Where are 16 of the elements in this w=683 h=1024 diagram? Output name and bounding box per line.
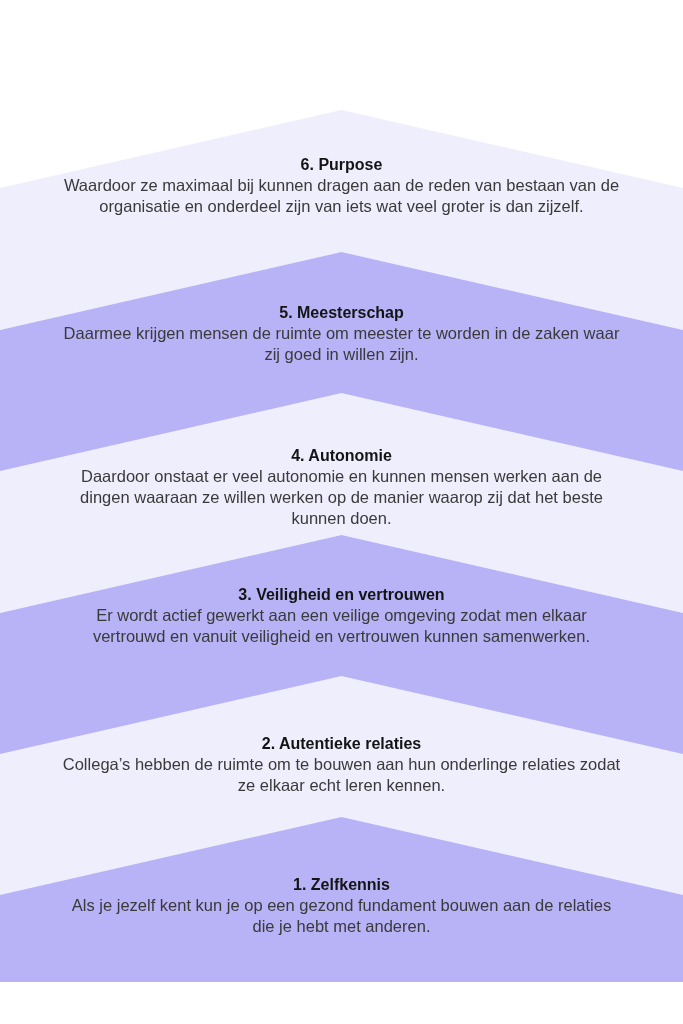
band-heading: 6. Purpose: [300, 155, 383, 175]
chevron-band: [0, 676, 683, 896]
band-text: Er wordt actief gewerkt aan een veilige omgeving zodat men elkaar vertrouwd en vanuit veiligheid en vertrouwen kunnen samenwerken.: [91, 605, 592, 647]
band-heading: 2. Autentieke relaties: [261, 734, 422, 754]
band-text: Als je jezelf kent kun je op een gezond fundament bouwen aan de relaties die je hebt met anderen.: [70, 895, 613, 937]
chevron-band: [0, 817, 683, 982]
chevron-band: [0, 535, 683, 755]
band-heading: 1. Zelfkennis: [293, 875, 390, 895]
band-text: Daardoor onstaat er veel autonomie en kunnen mensen werken aan de dingen waaraan ze willen werken op de manier waarop zij dat het beste kunnen doen.: [79, 466, 604, 529]
band-text: Waardoor ze maximaal bij kunnen dragen aan de reden van bestaan van de organisatie en onderdeel zijn van iets wat veel groter is dan zijzelf.: [62, 175, 621, 217]
chevron-band: [0, 252, 683, 472]
band-heading: 5. Meesterschap: [279, 303, 404, 323]
band-text: Daarmee krijgen mensen de ruimte om meester te worden in de zaken waar zij goed in willen zijn.: [62, 323, 621, 365]
band-text: Collega’s hebben de ruimte om te bouwen aan hun onderlinge relaties zodat ze elkaar echt leren kennen.: [61, 754, 622, 796]
band-heading: 4. Autonomie: [291, 446, 392, 466]
band-heading: 3. Veiligheid en vertrouwen: [238, 585, 445, 605]
